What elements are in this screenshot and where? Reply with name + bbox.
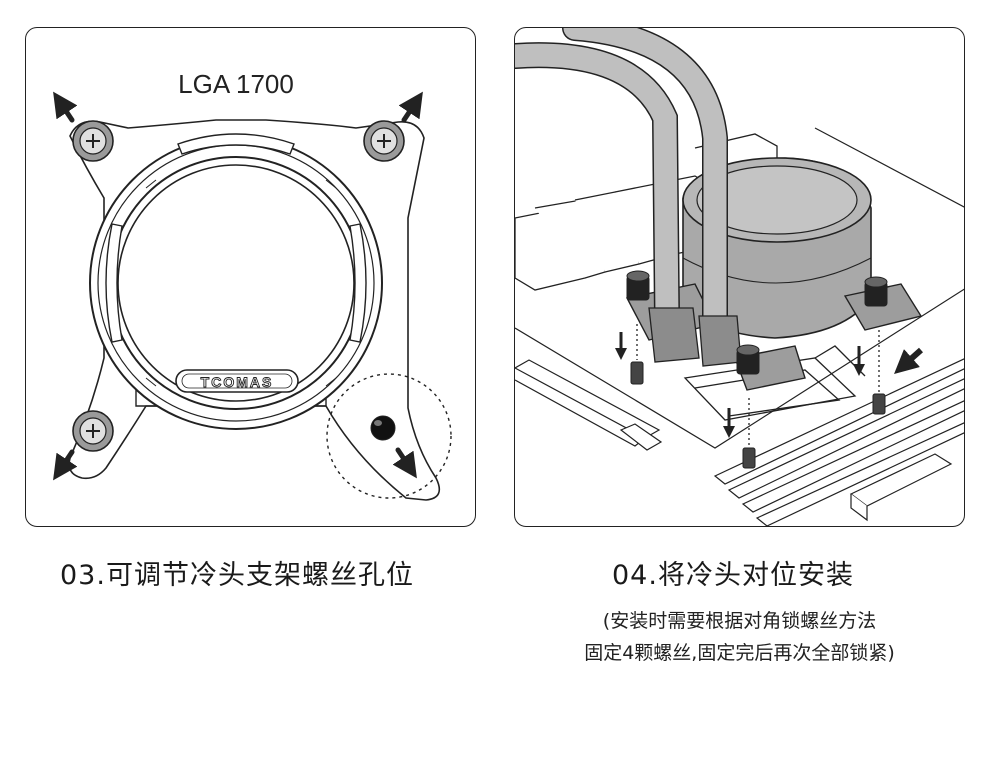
mounting-diagram-panel bbox=[514, 27, 965, 527]
arrow-top-left-icon bbox=[53, 91, 78, 123]
step4-caption: 04.将冷头对位安装 bbox=[612, 560, 854, 591]
screw-bottom-left-icon bbox=[72, 410, 114, 452]
bracket-illustration: LGA 1700 TCOMAS bbox=[53, 69, 452, 501]
thumb-screw-left-icon bbox=[626, 270, 650, 301]
bracket-diagram-panel: LGA 1700 TCOMAS bbox=[25, 27, 476, 527]
screw-top-right-icon bbox=[363, 120, 405, 162]
screw-top-left-icon bbox=[72, 120, 114, 162]
adjustment-zoom-callout bbox=[326, 373, 452, 499]
brand-logo-text: TCOMAS bbox=[201, 374, 274, 390]
thumb-screw-front-icon bbox=[736, 344, 760, 375]
socket-label: LGA 1700 bbox=[178, 69, 294, 99]
step4-note-line2: 固定4颗螺丝,固定完后再次全部锁紧) bbox=[584, 642, 895, 664]
ram-slots bbox=[713, 358, 964, 526]
screw-hole-icon bbox=[370, 415, 396, 441]
step4-note-line1: (安装时需要根据对角锁螺丝方法 bbox=[602, 610, 877, 632]
arrow-top-right-icon bbox=[398, 91, 423, 123]
step3-caption: 03.可调节冷头支架螺丝孔位 bbox=[60, 560, 414, 591]
thumb-screw-right-icon bbox=[864, 276, 888, 307]
arrow-diagonal-icon bbox=[894, 347, 923, 374]
power-connector bbox=[849, 453, 953, 522]
coolant-tubes bbox=[515, 28, 742, 367]
arrow-bottom-left-icon bbox=[53, 449, 78, 481]
standoffs bbox=[630, 361, 886, 469]
mounting-illustration bbox=[515, 28, 964, 526]
arrow-bottom-right-icon bbox=[392, 447, 417, 479]
pcie-slot bbox=[515, 359, 663, 451]
brand-plate bbox=[175, 369, 299, 393]
